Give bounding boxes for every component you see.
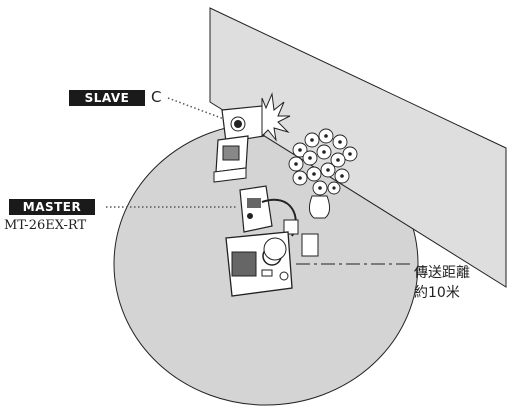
camera-with-macro-flash-icon [225,185,319,297]
slave-badge: SLAVE [69,90,145,106]
master-badge: MASTER [9,199,95,215]
speedlite-flash-icon [213,105,265,183]
wall [209,7,507,288]
master-model-label: MT-26EX-RT [4,218,87,233]
range-label-line1: 傳送距離 [414,265,470,281]
flash-burst-icon [261,92,291,142]
flower-vase-icon [288,128,358,219]
range-label-line2: 約10米 [414,285,460,301]
slave-group-label: C [151,88,162,106]
